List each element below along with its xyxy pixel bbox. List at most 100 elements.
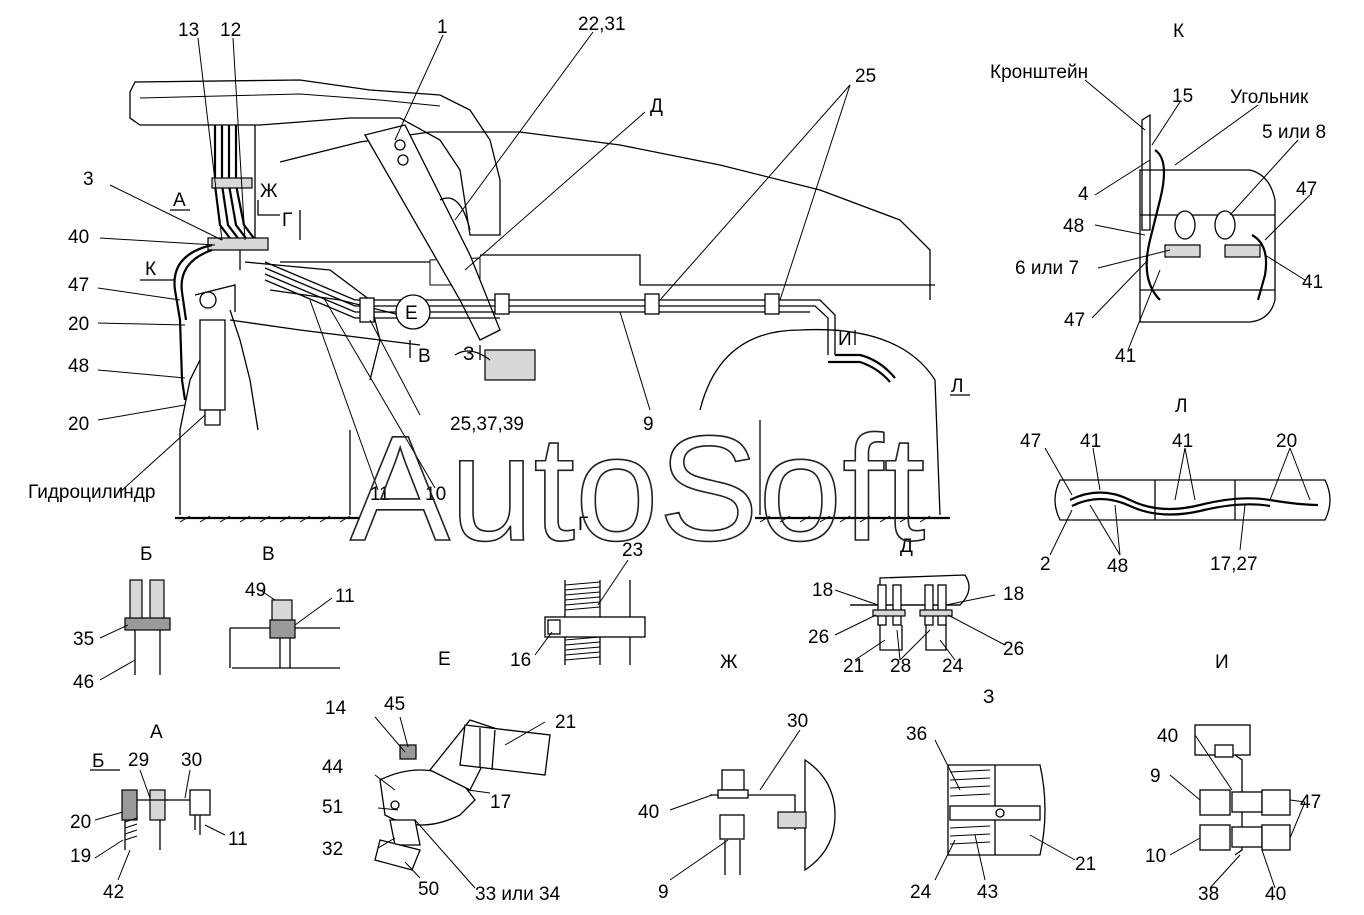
- main-labels: 13 12 1 22,31 Д 25 3 А Ж Г 40 К 47 20 48…: [28, 14, 963, 505]
- view-title: Г: [578, 514, 588, 535]
- view-marker-label: Б: [92, 751, 104, 772]
- label: 22,31: [578, 14, 626, 35]
- view-title: Л: [1175, 396, 1187, 417]
- cab-hoses: [173, 125, 269, 401]
- view-k: [1084, 79, 1311, 351]
- label: 2: [1040, 554, 1051, 575]
- label: 41: [1172, 431, 1193, 452]
- view-a: [90, 769, 226, 881]
- view-v-labels: В 49 11: [245, 544, 355, 607]
- label: 40: [1265, 884, 1286, 905]
- view-l-labels: Л 47 41 41 20 2 48 17,27: [1020, 396, 1297, 577]
- label: 5 или 8: [1262, 122, 1326, 143]
- leader-lines: [97, 31, 851, 493]
- view-marker-label: Г: [282, 210, 292, 231]
- view-marker-label: Л: [951, 376, 963, 397]
- label: 30: [787, 711, 808, 732]
- view-marker-label: З: [463, 344, 474, 365]
- view-b: [99, 579, 171, 681]
- label: 3: [83, 169, 94, 190]
- label: 20: [70, 812, 91, 833]
- view-g-labels: Г 23 16: [510, 514, 643, 671]
- view-l: [1044, 447, 1331, 556]
- label: 43: [977, 882, 998, 903]
- label: 28: [890, 656, 911, 677]
- view-v: [229, 589, 340, 669]
- view-i: [1169, 724, 1306, 889]
- label: 42: [103, 882, 124, 903]
- label: 40: [1157, 726, 1178, 747]
- pipelines: [264, 261, 896, 383]
- view-title: Д: [900, 536, 913, 557]
- label: 20: [68, 314, 89, 335]
- label: 17: [490, 792, 511, 813]
- label: 24: [942, 656, 964, 677]
- label: 23: [622, 540, 643, 561]
- label: 38: [1198, 884, 1219, 905]
- label: 21: [843, 656, 864, 677]
- label: 11: [370, 484, 390, 505]
- label: 11: [228, 829, 248, 850]
- label: 20: [68, 414, 89, 435]
- label: 6 или 7: [1015, 258, 1079, 279]
- label: 19: [70, 846, 91, 867]
- label: 4: [1078, 184, 1089, 205]
- label: 26: [808, 627, 829, 648]
- view-e-labels: Е 14 45 21 44 17 51 32 50 33 или 34: [322, 649, 576, 905]
- label: 46: [73, 672, 94, 693]
- label: 47: [1300, 792, 1321, 813]
- label: 15: [1172, 86, 1193, 107]
- view-marker-label: Ж: [260, 181, 278, 202]
- label: 24: [910, 882, 932, 903]
- label: 20: [1276, 431, 1297, 452]
- label: 51: [322, 797, 343, 818]
- view-marker-label: В: [418, 346, 431, 367]
- view-title: К: [1173, 21, 1184, 42]
- view-title: Ж: [720, 652, 738, 673]
- view-title: И: [1215, 652, 1229, 673]
- view-title: Е: [438, 649, 451, 670]
- label: 47: [1296, 179, 1317, 200]
- label: 9: [1150, 766, 1161, 787]
- label: 21: [1075, 854, 1096, 875]
- label: 17,27: [1210, 554, 1258, 575]
- view-marker-label: А: [173, 190, 186, 211]
- label: 48: [1107, 556, 1128, 577]
- view-a-labels: А Б 29 30 20 19 11 42: [70, 722, 248, 903]
- view-marker-label: Д: [650, 96, 663, 117]
- label: 25,37,39: [450, 414, 524, 435]
- view-d: [834, 574, 1006, 661]
- view-z: [934, 739, 1076, 881]
- label: 30: [181, 750, 202, 771]
- view-e: [374, 716, 551, 889]
- label: 18: [1003, 584, 1024, 605]
- label: 13: [178, 20, 199, 41]
- view-title: Б: [140, 544, 152, 565]
- view-d-labels: Д 18 18 26 21 28 24 26: [808, 536, 1024, 677]
- label: 47: [1020, 431, 1041, 452]
- label: 29: [128, 750, 149, 771]
- view-title: З: [983, 687, 994, 708]
- view-zh: [669, 729, 836, 881]
- label: 21: [555, 712, 576, 733]
- view-b-labels: Б 35 46: [73, 544, 152, 693]
- view-i-labels: И 40 9 47 10 38 40: [1145, 652, 1321, 905]
- label: 47: [68, 275, 89, 296]
- label: 1: [437, 17, 448, 38]
- label: 35: [73, 629, 94, 650]
- view-marker-label: К: [145, 259, 156, 280]
- label: 14: [325, 698, 347, 719]
- view-title: А: [150, 722, 163, 743]
- view-marker-label: Е: [405, 303, 418, 324]
- view-title: В: [262, 544, 275, 565]
- label: 44: [322, 757, 344, 778]
- label: 48: [68, 356, 89, 377]
- label: Гидроцилиндр: [28, 482, 155, 503]
- label: 41: [1080, 431, 1101, 452]
- label: Угольник: [1230, 87, 1309, 108]
- label: 50: [418, 879, 439, 900]
- watermark-text: AutoSoft: [350, 404, 925, 572]
- label: 33 или 34: [475, 884, 561, 905]
- label: 47: [1064, 310, 1085, 331]
- label: 16: [510, 650, 531, 671]
